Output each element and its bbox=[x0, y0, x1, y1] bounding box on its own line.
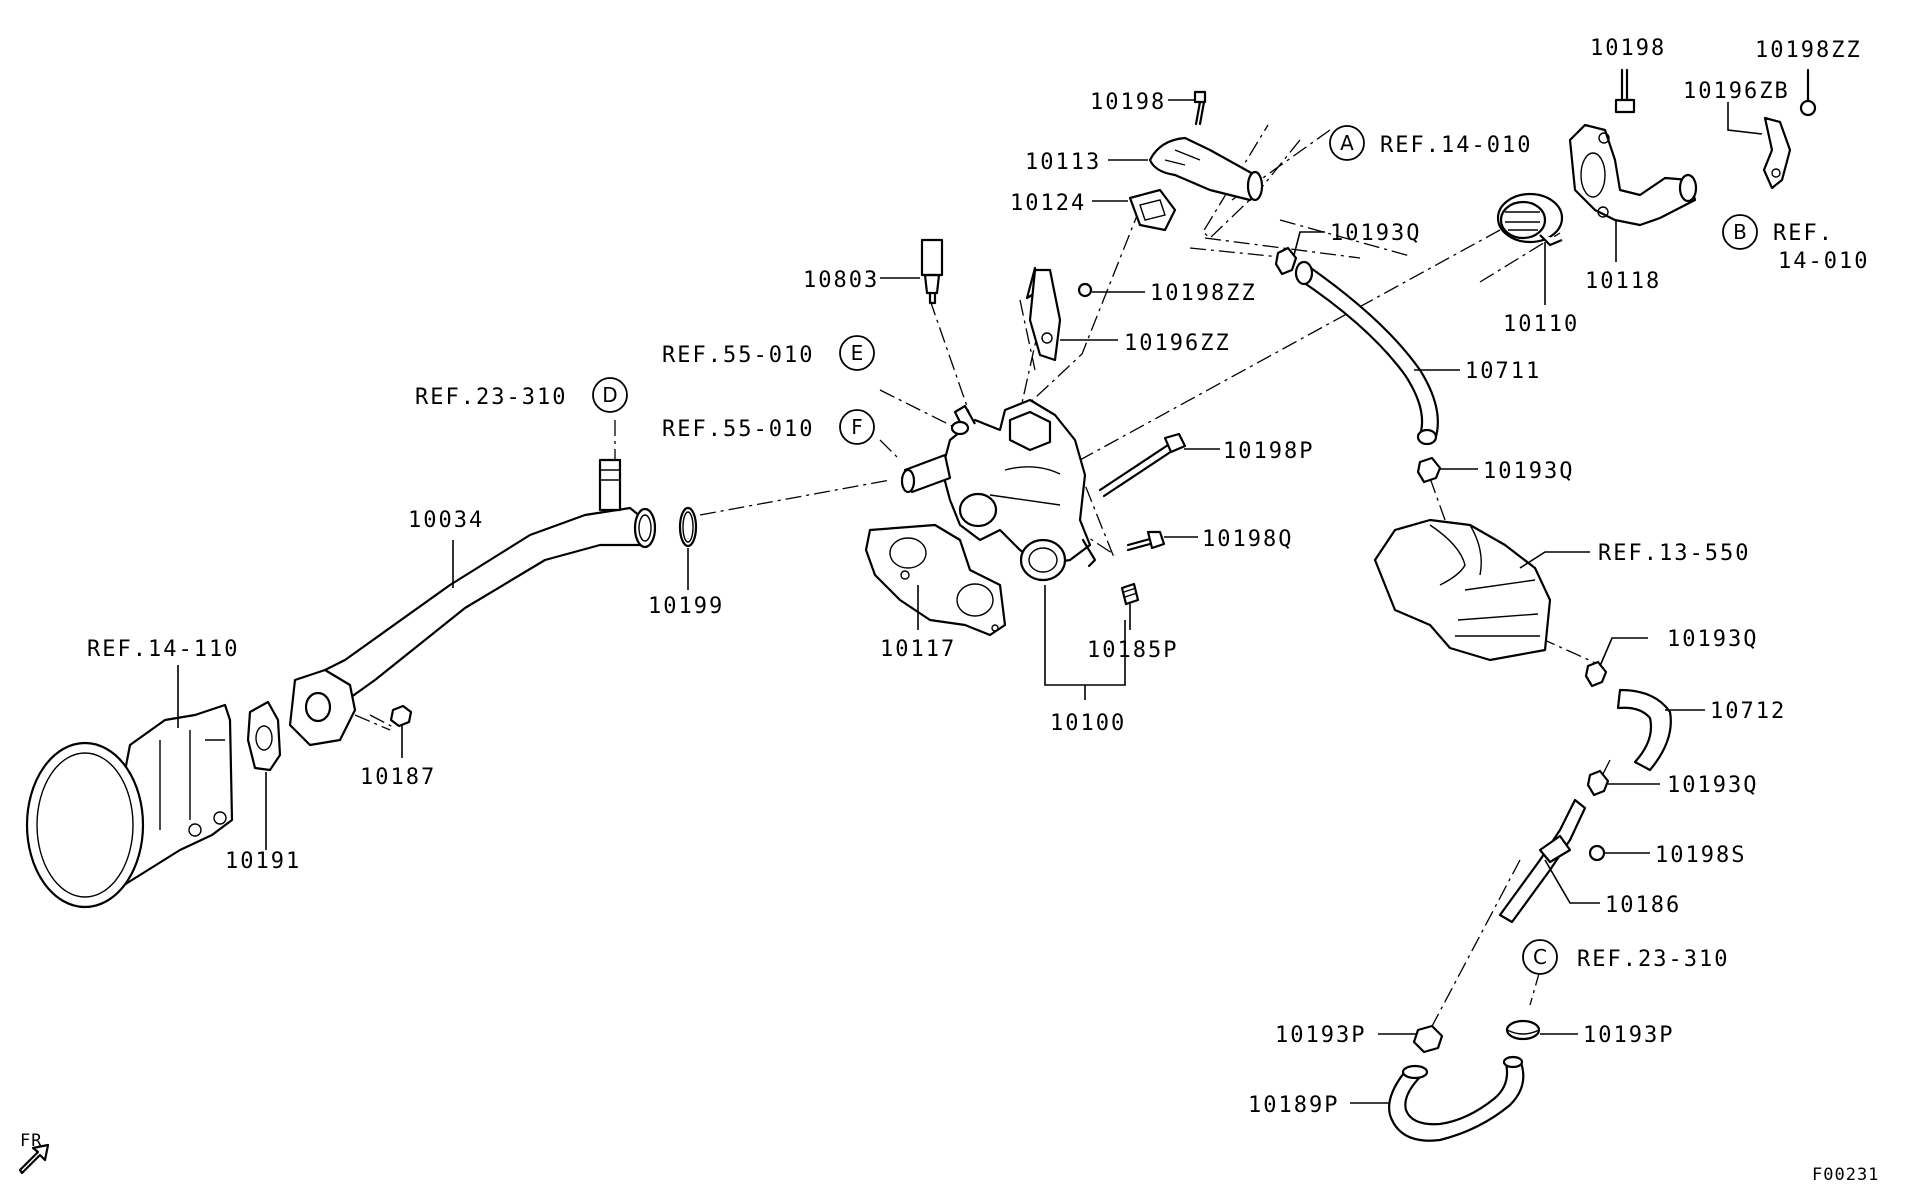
hose-10711 bbox=[1294, 260, 1460, 446]
pipe-10186 bbox=[1498, 798, 1600, 924]
callout-circle-d[interactable]: D bbox=[592, 377, 628, 413]
label-10193P-left[interactable]: 10193P bbox=[1275, 1023, 1366, 1048]
housing-10118 bbox=[1568, 123, 1698, 262]
ref-b-label-line1[interactable]: REF. bbox=[1773, 221, 1834, 246]
label-10803[interactable]: 10803 bbox=[803, 268, 879, 293]
callout-a-letter: A bbox=[1340, 131, 1354, 155]
label-10196ZZ[interactable]: 10196ZZ bbox=[1124, 331, 1231, 356]
label-10113[interactable]: 10113 bbox=[1025, 150, 1101, 175]
sensor-10803 bbox=[880, 238, 944, 305]
clamp-10193P-right bbox=[1505, 1019, 1578, 1041]
label-10198Q[interactable]: 10198Q bbox=[1202, 527, 1293, 552]
housing-10100 bbox=[900, 398, 1126, 700]
label-10198ZZ-topright[interactable]: 10198ZZ bbox=[1755, 38, 1862, 63]
gasket-10117 bbox=[864, 523, 1007, 637]
label-10118[interactable]: 10118 bbox=[1585, 269, 1661, 294]
ref-a-label[interactable]: REF.14-010 bbox=[1380, 133, 1532, 158]
bolt-10198ZZ-topright bbox=[1799, 68, 1817, 117]
label-10185P[interactable]: 10185P bbox=[1087, 638, 1178, 663]
label-10198ZZ-mid[interactable]: 10198ZZ bbox=[1150, 281, 1257, 306]
label-10110[interactable]: 10110 bbox=[1503, 312, 1579, 337]
thermostat-10110 bbox=[1496, 192, 1564, 305]
label-10193Q-3[interactable]: 10193Q bbox=[1667, 627, 1758, 652]
label-10034[interactable]: 10034 bbox=[408, 508, 484, 533]
label-10712[interactable]: 10712 bbox=[1710, 699, 1786, 724]
gasket-10191 bbox=[246, 700, 282, 850]
figure-code: F00231 bbox=[1812, 1165, 1879, 1185]
label-10711[interactable]: 10711 bbox=[1465, 359, 1541, 384]
gasket-10124 bbox=[1092, 188, 1177, 232]
clamp-10193Q-top bbox=[1274, 231, 1325, 276]
label-10196ZB[interactable]: 10196ZB bbox=[1683, 79, 1790, 104]
bolt-10198P bbox=[1098, 432, 1220, 498]
plug-10185P bbox=[1120, 582, 1140, 630]
hose-10712 bbox=[1616, 688, 1705, 772]
bolt-10198ZZ-mid bbox=[1077, 282, 1145, 298]
fr-label: FR bbox=[20, 1131, 42, 1151]
housing-ref-13-550 bbox=[1373, 518, 1590, 662]
label-10199[interactable]: 10199 bbox=[648, 594, 724, 619]
clamp-10193P-left bbox=[1378, 1024, 1444, 1054]
label-10193Q-top[interactable]: 10193Q bbox=[1330, 221, 1421, 246]
label-10124[interactable]: 10124 bbox=[1010, 191, 1086, 216]
water-pump-ref-14-110 bbox=[25, 665, 234, 909]
label-10117[interactable]: 10117 bbox=[880, 637, 956, 662]
label-10193Q-4[interactable]: 10193Q bbox=[1667, 773, 1758, 798]
label-10193P-right[interactable]: 10193P bbox=[1583, 1023, 1674, 1048]
ref-e-label[interactable]: REF.55-010 bbox=[662, 343, 814, 368]
label-10100[interactable]: 10100 bbox=[1050, 711, 1126, 736]
label-10193Q-2[interactable]: 10193Q bbox=[1483, 459, 1574, 484]
oring-10199 bbox=[678, 506, 698, 590]
clamp-10193Q-2 bbox=[1416, 456, 1478, 484]
callout-circle-c[interactable]: C bbox=[1522, 939, 1558, 975]
callout-d-letter: D bbox=[602, 383, 617, 407]
label-10198S[interactable]: 10198S bbox=[1655, 843, 1746, 868]
clamp-10193Q-3 bbox=[1584, 637, 1648, 688]
bracket-10196ZZ bbox=[1025, 266, 1118, 362]
label-10187[interactable]: 10187 bbox=[360, 765, 436, 790]
ref-f-label[interactable]: REF.55-010 bbox=[662, 417, 814, 442]
ref-13-550-label[interactable]: REF.13-550 bbox=[1598, 541, 1750, 566]
outlet-10113 bbox=[1108, 136, 1264, 202]
bolt-10198S bbox=[1588, 844, 1650, 862]
ref-d-label[interactable]: REF.23-310 bbox=[415, 385, 567, 410]
ref-14-110-label[interactable]: REF.14-110 bbox=[87, 637, 239, 662]
label-10191[interactable]: 10191 bbox=[225, 849, 301, 874]
callout-e-letter: E bbox=[851, 341, 864, 365]
callout-c-letter: C bbox=[1533, 945, 1547, 969]
ref-b-label-line2[interactable]: 14-010 bbox=[1778, 249, 1869, 274]
hose-10189P bbox=[1350, 1055, 1525, 1142]
callout-b-letter: B bbox=[1733, 220, 1747, 244]
bolt-10198Q bbox=[1126, 530, 1198, 552]
label-10186[interactable]: 10186 bbox=[1605, 893, 1681, 918]
fr-arrow-icon bbox=[18, 1143, 50, 1175]
bolt-10198-topright bbox=[1614, 68, 1636, 114]
callout-circle-b[interactable]: B bbox=[1722, 214, 1758, 250]
label-10198P[interactable]: 10198P bbox=[1223, 439, 1314, 464]
callout-circle-a[interactable]: A bbox=[1329, 125, 1365, 161]
label-10198-topright[interactable]: 10198 bbox=[1590, 36, 1666, 61]
callout-f-letter: F bbox=[851, 415, 863, 439]
pipe-10034 bbox=[288, 458, 657, 747]
bolt-10198-top bbox=[1168, 90, 1207, 126]
callout-circle-e[interactable]: E bbox=[839, 335, 875, 371]
label-10189P[interactable]: 10189P bbox=[1248, 1093, 1339, 1118]
callout-circle-f[interactable]: F bbox=[839, 409, 875, 445]
label-10198-top[interactable]: 10198 bbox=[1090, 90, 1166, 115]
bracket-10196ZB bbox=[1727, 102, 1792, 190]
nut-10187 bbox=[389, 704, 413, 758]
clamp-10193Q-4 bbox=[1586, 769, 1660, 797]
ref-c-label[interactable]: REF.23-310 bbox=[1577, 947, 1729, 972]
